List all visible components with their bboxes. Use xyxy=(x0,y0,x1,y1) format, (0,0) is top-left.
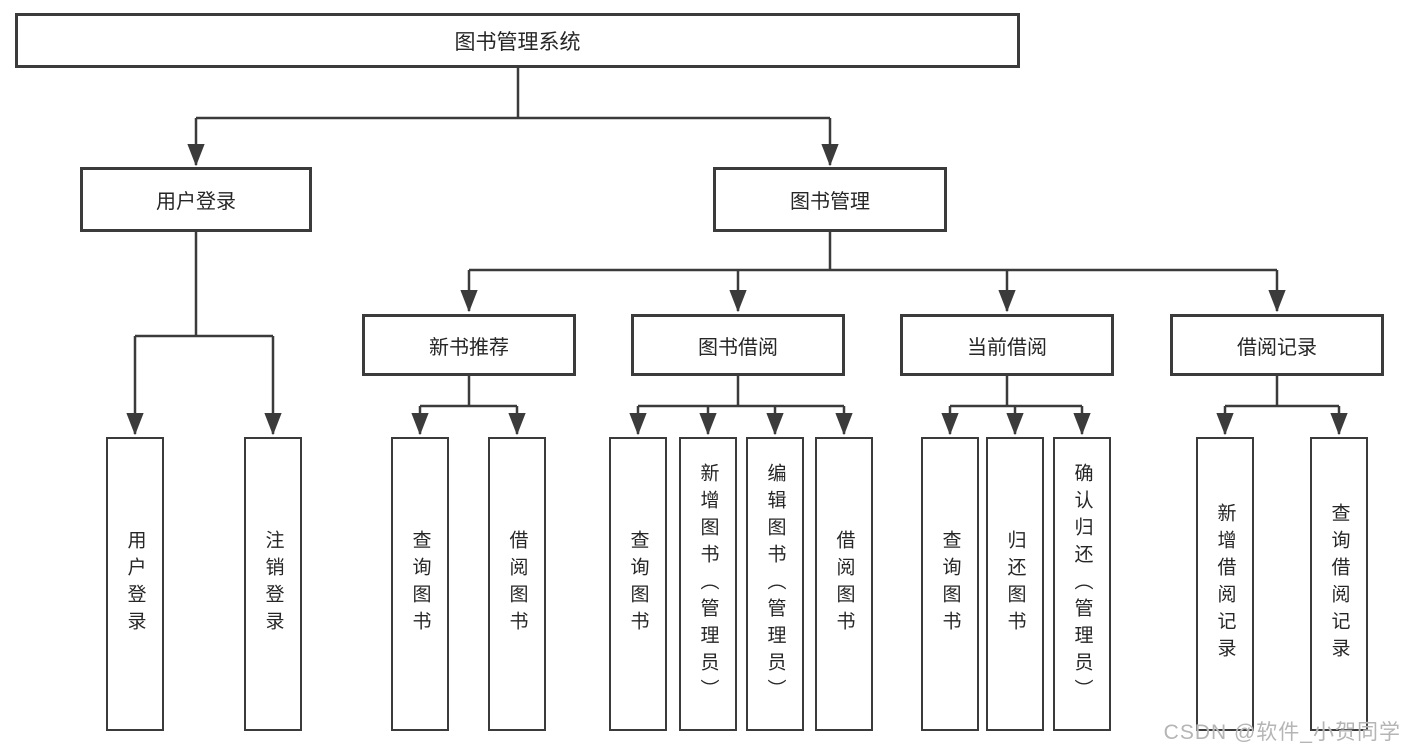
leaf-bb-edit-books-admin-label: 编辑图书（管理员） xyxy=(764,462,786,706)
leaf-bb-add-books-admin-label: 新增图书（管理员） xyxy=(697,462,719,706)
leaf-bb-borrow-books: 借阅图书 xyxy=(815,437,873,731)
leaf-cb-return-books-label: 归还图书 xyxy=(1004,530,1026,638)
connector-book-borrow-rail xyxy=(638,376,844,408)
leaf-nb-borrow-books: 借阅图书 xyxy=(488,437,546,731)
node-current-borrow: 当前借阅 xyxy=(900,314,1114,376)
leaf-br-add-record: 新增借阅记录 xyxy=(1196,437,1254,731)
leaf-logout: 注销登录 xyxy=(244,437,302,731)
node-new-books-label: 新书推荐 xyxy=(429,336,509,359)
leaf-bb-add-books-admin: 新增图书（管理员） xyxy=(679,437,737,731)
node-new-books: 新书推荐 xyxy=(362,314,576,376)
leaf-br-add-record-label: 新增借阅记录 xyxy=(1214,503,1236,665)
leaf-cb-confirm-return-admin: 确认归还（管理员） xyxy=(1053,437,1111,731)
node-management-label: 图书管理 xyxy=(790,191,870,213)
leaf-br-query-record-label: 查询借阅记录 xyxy=(1328,503,1350,665)
node-borrow-records-label: 借阅记录 xyxy=(1237,336,1317,359)
connector-new-books-rail xyxy=(420,376,517,408)
node-root-label: 图书管理系统 xyxy=(454,30,581,54)
node-current-borrow-label: 当前借阅 xyxy=(967,336,1047,359)
node-management: 图书管理 xyxy=(713,167,947,232)
leaf-nb-borrow-books-label: 借阅图书 xyxy=(506,530,528,638)
node-login-label: 用户登录 xyxy=(156,191,236,213)
leaf-bb-borrow-books-label: 借阅图书 xyxy=(833,530,855,638)
leaf-user-login-label: 用户登录 xyxy=(124,530,146,638)
leaf-cb-query-books: 查询图书 xyxy=(921,437,979,731)
node-login: 用户登录 xyxy=(80,167,312,232)
connector-current-borrow-rail xyxy=(950,376,1082,408)
connector-borrow-records-rail xyxy=(1225,376,1339,408)
node-book-borrow: 图书借阅 xyxy=(631,314,845,376)
leaf-bb-query-books-label: 查询图书 xyxy=(627,530,649,638)
leaf-user-login: 用户登录 xyxy=(106,437,164,731)
leaf-logout-label: 注销登录 xyxy=(262,530,284,638)
leaf-bb-query-books: 查询图书 xyxy=(609,437,667,731)
leaf-bb-edit-books-admin: 编辑图书（管理员） xyxy=(746,437,804,731)
connector-root-rail xyxy=(196,68,830,120)
leaf-cb-confirm-return-admin-label: 确认归还（管理员） xyxy=(1071,462,1093,706)
leaf-cb-query-books-label: 查询图书 xyxy=(939,530,961,638)
leaf-nb-query-books: 查询图书 xyxy=(391,437,449,731)
leaf-nb-query-books-label: 查询图书 xyxy=(409,530,431,638)
connector-management-rail xyxy=(469,232,1277,272)
node-book-borrow-label: 图书借阅 xyxy=(698,336,778,359)
node-root: 图书管理系统 xyxy=(15,13,1020,68)
leaf-br-query-record: 查询借阅记录 xyxy=(1310,437,1368,731)
connector-login-rail xyxy=(135,232,273,338)
csdn-watermark: CSDN @软件_小贺同学 xyxy=(1163,721,1401,744)
node-borrow-records: 借阅记录 xyxy=(1170,314,1384,376)
leaf-cb-return-books: 归还图书 xyxy=(986,437,1044,731)
